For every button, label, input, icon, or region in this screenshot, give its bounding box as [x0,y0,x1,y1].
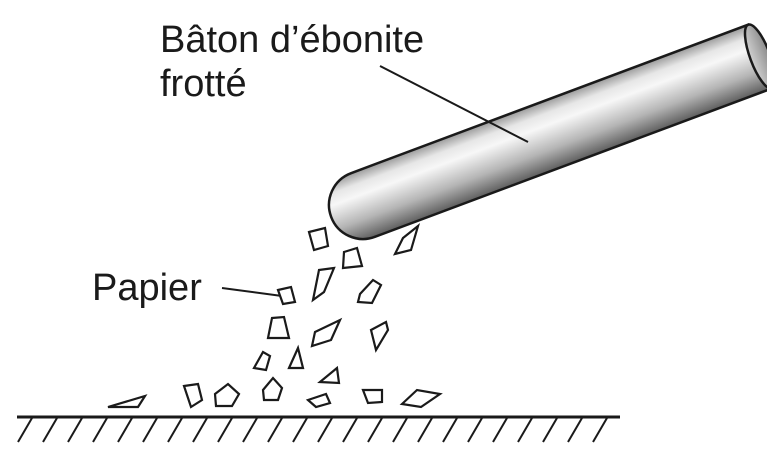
paper-fragment [310,317,343,348]
paper-fragment [213,382,241,408]
paper-fragment [261,376,284,402]
paper-fragment [252,350,272,372]
paper-fragment [317,365,341,385]
paper-fragment [392,222,421,256]
paper-label: Papier [92,267,202,309]
paper-fragment [311,266,336,303]
paper-fragment [276,285,297,306]
paper-fragment [369,320,390,353]
rod-label: Bâton d’ébonite frotté [160,18,424,106]
paper-fragment [266,315,291,340]
paper-fragment [305,392,332,409]
rod-label-line2: frotté [160,63,247,105]
paper-fragment [182,382,204,409]
paper-fragment [307,226,330,252]
paper-fragment [399,388,443,409]
paper-fragment [107,394,148,409]
paper-leader-line [221,287,283,297]
paper-fragment [287,344,305,370]
paper-fragments [107,222,443,409]
paper-fragment [341,246,364,270]
ground-hatching [17,417,608,443]
rod-label-line1: Bâton d’ébonite [160,19,425,61]
ground-surface [17,415,620,443]
rod-leader-line [379,65,529,143]
paper-fragment [356,278,383,305]
ebonite-rod [327,23,767,241]
rod-end-cap [743,23,767,90]
paper-fragment [361,388,384,405]
